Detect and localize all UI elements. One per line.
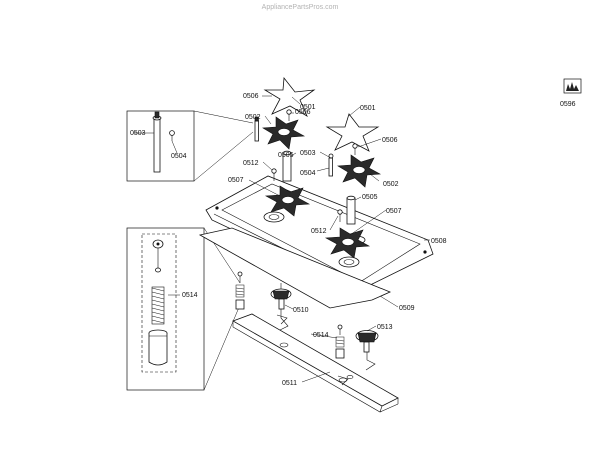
callout-0596: 0596	[560, 101, 576, 108]
callout-0506-top: 0506	[243, 93, 259, 100]
callout-0502-right: 0502	[383, 181, 399, 188]
mounting-rail	[232, 313, 399, 413]
inset-valve-spring-assembly	[126, 227, 241, 391]
callout-0503-main: 0503	[300, 150, 316, 157]
callout-0501-top: 0501	[300, 104, 316, 111]
callout-0512-right: 0512	[311, 228, 327, 235]
screw-0512-right	[337, 209, 343, 222]
screw-0512-left	[271, 168, 277, 181]
leader-lines	[248, 95, 430, 383]
burner-head-left	[262, 116, 306, 150]
gasket-plate	[198, 227, 392, 309]
callout-0506-right: 0506	[382, 137, 398, 144]
callout-0502-left: 0502	[245, 114, 261, 121]
burner-base-left	[264, 185, 311, 217]
callout-0505-right: 0505	[362, 194, 378, 201]
callout-0514-inset: 0514	[182, 292, 198, 299]
cooktop-tray	[205, 175, 434, 291]
gas-valve-right	[355, 330, 379, 371]
spring-assembly-left	[235, 271, 245, 310]
burner-base-right	[324, 227, 371, 259]
callout-0507-left: 0507	[228, 177, 244, 184]
callout-0503-inset: 0503	[130, 130, 146, 137]
ignition-tube-right	[346, 195, 356, 225]
watermark-text: AppliancePartsPros.com	[262, 4, 339, 11]
callout-0514-main: 0514	[313, 332, 329, 339]
callout-0506-mid: 0506	[295, 109, 311, 116]
callout-0501-right: 0501	[360, 105, 376, 112]
callout-0509: 0509	[399, 305, 415, 312]
gas-valve-left	[270, 283, 292, 331]
callout-0504-main: 0504	[300, 170, 316, 177]
callout-0512-left: 0512	[243, 160, 259, 167]
callout-0507-right: 0507	[386, 208, 402, 215]
callout-0511: 0511	[282, 380, 297, 387]
spring-assembly-right	[335, 324, 345, 359]
callout-0504-inset: 0504	[171, 153, 187, 160]
screw-0506-left	[286, 109, 292, 121]
burner-cap-right	[325, 113, 380, 152]
clip-right	[337, 375, 349, 386]
inset-ignition-electrode	[126, 110, 254, 182]
callout-0508: 0508	[431, 238, 447, 245]
burner-head-right	[337, 154, 382, 188]
burner-cap-top	[263, 76, 316, 117]
screw-0506-right	[352, 143, 358, 155]
electrode-left	[254, 116, 259, 142]
callout-0513: 0513	[377, 324, 393, 331]
callout-0505-left: 0505	[278, 152, 294, 159]
clip-left	[276, 314, 288, 325]
ignition-tube-left	[282, 150, 292, 182]
callout-0510: 0510	[293, 307, 309, 314]
manual-icon	[563, 78, 582, 94]
